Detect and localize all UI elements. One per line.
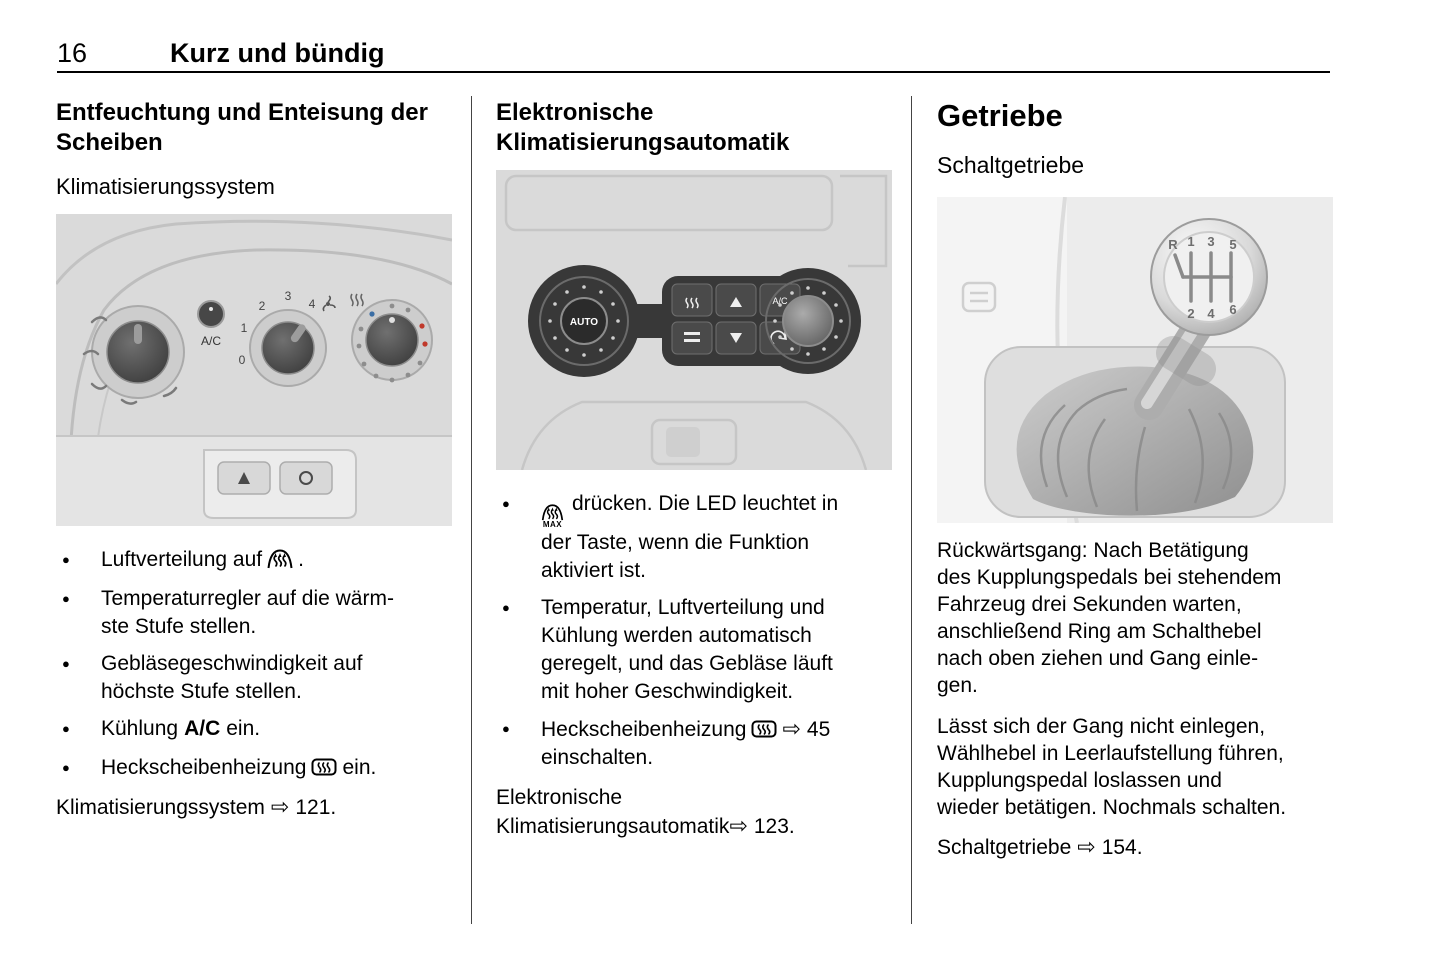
section-heading: Entfeuchtung und Enteisung der Scheiben — [56, 99, 428, 156]
page-ref-arrow-icon: ⇨ — [270, 794, 290, 819]
svg-text:2: 2 — [259, 299, 266, 313]
bullet-marker — [56, 546, 101, 576]
figure-climate-manual-panel: A/C 1 0 2 3 4 — [54, 214, 453, 527]
paragraph: Rückwärtsgang: Nach Betätigung des Kuppl… — [937, 539, 1282, 697]
defrost-windshield-icon — [267, 549, 293, 569]
air-distribution-knob — [82, 305, 185, 405]
dash-button-outline — [961, 281, 997, 313]
up-arrow-button-icon — [730, 297, 742, 307]
chapter-title: Kurz und bündig — [170, 38, 385, 68]
subsection-heading: Schaltgetriebe — [937, 152, 1085, 178]
center-console-outline — [520, 400, 868, 471]
rear-defrost-indicator-icon — [350, 293, 364, 307]
ac-button-icon: A/C — [772, 296, 788, 306]
paragraph: Lässt sich der Gang nicht einlegen, Wähl… — [937, 715, 1287, 819]
shift-label-4: 4 — [1207, 306, 1215, 321]
svg-text:1: 1 — [241, 321, 248, 335]
list-item: Luftverteilung auf. — [56, 546, 452, 576]
gear-knob: R 1 3 5 2 4 6 — [1150, 218, 1268, 336]
column-divider — [911, 96, 912, 924]
heated-rear-window-icon — [311, 757, 337, 777]
page-ref-arrow-icon[interactable]: ⇨ — [782, 716, 801, 741]
page-reference[interactable]: Schaltgetriebe⇨154. — [937, 834, 1143, 859]
list-item: Temperaturregler auf die wärm- ste Stufe… — [56, 585, 452, 641]
subsection-heading: Klimatisierungssystem — [56, 174, 275, 199]
shift-pattern — [1173, 251, 1233, 303]
page-ref-number: 121. — [295, 796, 337, 819]
console-buttons — [203, 449, 357, 519]
ac-label: A/C — [184, 717, 221, 740]
down-arrow-button-icon — [730, 333, 742, 343]
shift-label-r: R — [1168, 237, 1178, 252]
list-item: Temperatur, Luftverteilung und Kühlung w… — [496, 594, 892, 706]
svg-text:0: 0 — [239, 353, 246, 367]
bullet-marker — [56, 650, 101, 706]
ac-button: A/C — [197, 300, 225, 348]
max-defrost-icon-label: MAX — [542, 520, 563, 529]
section-heading: Elektronische Klimatisierungsautomatik — [496, 99, 790, 156]
page-ref-number[interactable]: 45 — [806, 718, 831, 741]
auto-dial-label: AUTO — [570, 317, 598, 328]
bullet-marker — [496, 594, 541, 706]
right-dial — [765, 278, 851, 364]
column-divider — [471, 96, 472, 924]
page-ref-arrow-icon: ⇨ — [1077, 834, 1096, 859]
button-grid: A/C — [671, 283, 801, 355]
shift-label-3: 3 — [1207, 234, 1214, 249]
svg-text:4: 4 — [309, 297, 316, 311]
max-defrost-icon: MAX — [541, 504, 564, 529]
section-heading: Getriebe — [937, 98, 1063, 133]
display-button-icon — [684, 332, 700, 342]
page-reference[interactable]: Elektronische Klimatisierungsautomatik⇨1… — [496, 786, 795, 838]
ac-button-label: A/C — [201, 334, 221, 348]
heated-rear-window-icon — [751, 719, 777, 739]
figure-gear-lever: R 1 3 5 2 4 6 — [937, 196, 1333, 524]
bullet-marker — [496, 715, 541, 772]
fan-speed-knob: 1 0 2 3 4 — [239, 289, 336, 387]
column-transmission: Getriebe Schaltgetriebe — [937, 98, 1333, 862]
column-climate-auto: Elektronische Klimatisierungsautomatik — [496, 98, 892, 841]
auto-dial: AUTO — [539, 276, 629, 366]
gear-lever-shaft — [1134, 310, 1216, 420]
column-defrost: Entfeuchtung und Enteisung der Scheiben … — [54, 98, 453, 822]
temperature-knob — [351, 299, 433, 383]
figure-climate-auto-panel: AUTO A/C — [496, 170, 892, 471]
bullet-marker — [56, 585, 101, 641]
shift-label-2: 2 — [1187, 306, 1194, 321]
page-number: 16 — [57, 38, 88, 68]
page-reference[interactable]: Klimatisierungssystem⇨121. — [56, 794, 337, 819]
fan-icon — [322, 295, 336, 312]
shift-label-5: 5 — [1229, 237, 1236, 252]
shift-label-6: 6 — [1229, 302, 1236, 317]
bullet-marker — [496, 490, 541, 585]
shift-label-1: 1 — [1187, 234, 1194, 249]
rear-defrost-button-icon — [685, 297, 699, 309]
list-item: Gebläsegeschwindigkeit auf höchste Stufe… — [56, 650, 452, 706]
gear-boot — [984, 346, 1286, 518]
page-ref-number: 154. — [1101, 836, 1143, 859]
page-ref-arrow-icon: ⇨ — [729, 813, 748, 838]
climate-control-cluster: AUTO A/C — [528, 265, 861, 377]
list-item: Heckscheibenheizung⇨45 einschalten. — [496, 715, 892, 772]
header-rule — [57, 71, 1330, 73]
bullet-marker — [56, 754, 101, 784]
svg-text:3: 3 — [285, 289, 292, 303]
bullet-marker — [56, 715, 101, 745]
page-ref-number: 123. — [753, 815, 795, 838]
instruction-list: Luftverteilung auf. Temperaturregler auf… — [56, 546, 452, 784]
